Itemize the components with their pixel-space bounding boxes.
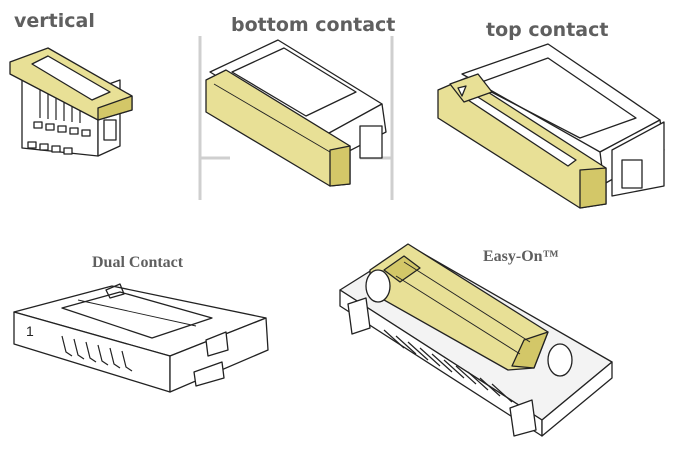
dual-contact-pins <box>61 335 133 372</box>
pin-one-marker: 1 <box>26 323 34 339</box>
top-contact-drawing <box>437 43 665 209</box>
label-top-contact: top contact <box>486 19 609 41</box>
vertical-pins <box>27 88 91 155</box>
bottom-contact-actuator-end <box>329 145 351 187</box>
label-dual-contact: Dual Contact <box>92 254 184 271</box>
easy-on-pins <box>383 329 513 403</box>
top-contact-tab <box>449 73 493 103</box>
easy-on-right-latch <box>509 399 537 437</box>
dual-contact-triangle <box>105 283 125 299</box>
vertical-connector-drawing <box>9 47 133 157</box>
vertical-actuator-side <box>97 95 133 121</box>
label-vertical: vertical <box>14 10 95 32</box>
easy-on-left-latch <box>347 297 371 335</box>
dual-contact-foot <box>193 361 225 387</box>
vertical-actuator-slot <box>31 55 111 101</box>
easy-on-left-cap <box>365 269 391 303</box>
vertical-latch <box>103 119 117 141</box>
dual-contact-drawing: 1 <box>13 283 269 393</box>
label-easy-on: Easy-On™ <box>483 248 559 265</box>
bottom-contact-drawing <box>198 36 394 200</box>
top-contact-pin1-triangle <box>457 85 467 97</box>
label-bottom-contact: bottom contact <box>231 14 396 36</box>
easy-on-drawing <box>339 243 613 437</box>
easy-on-right-cap <box>547 343 573 377</box>
